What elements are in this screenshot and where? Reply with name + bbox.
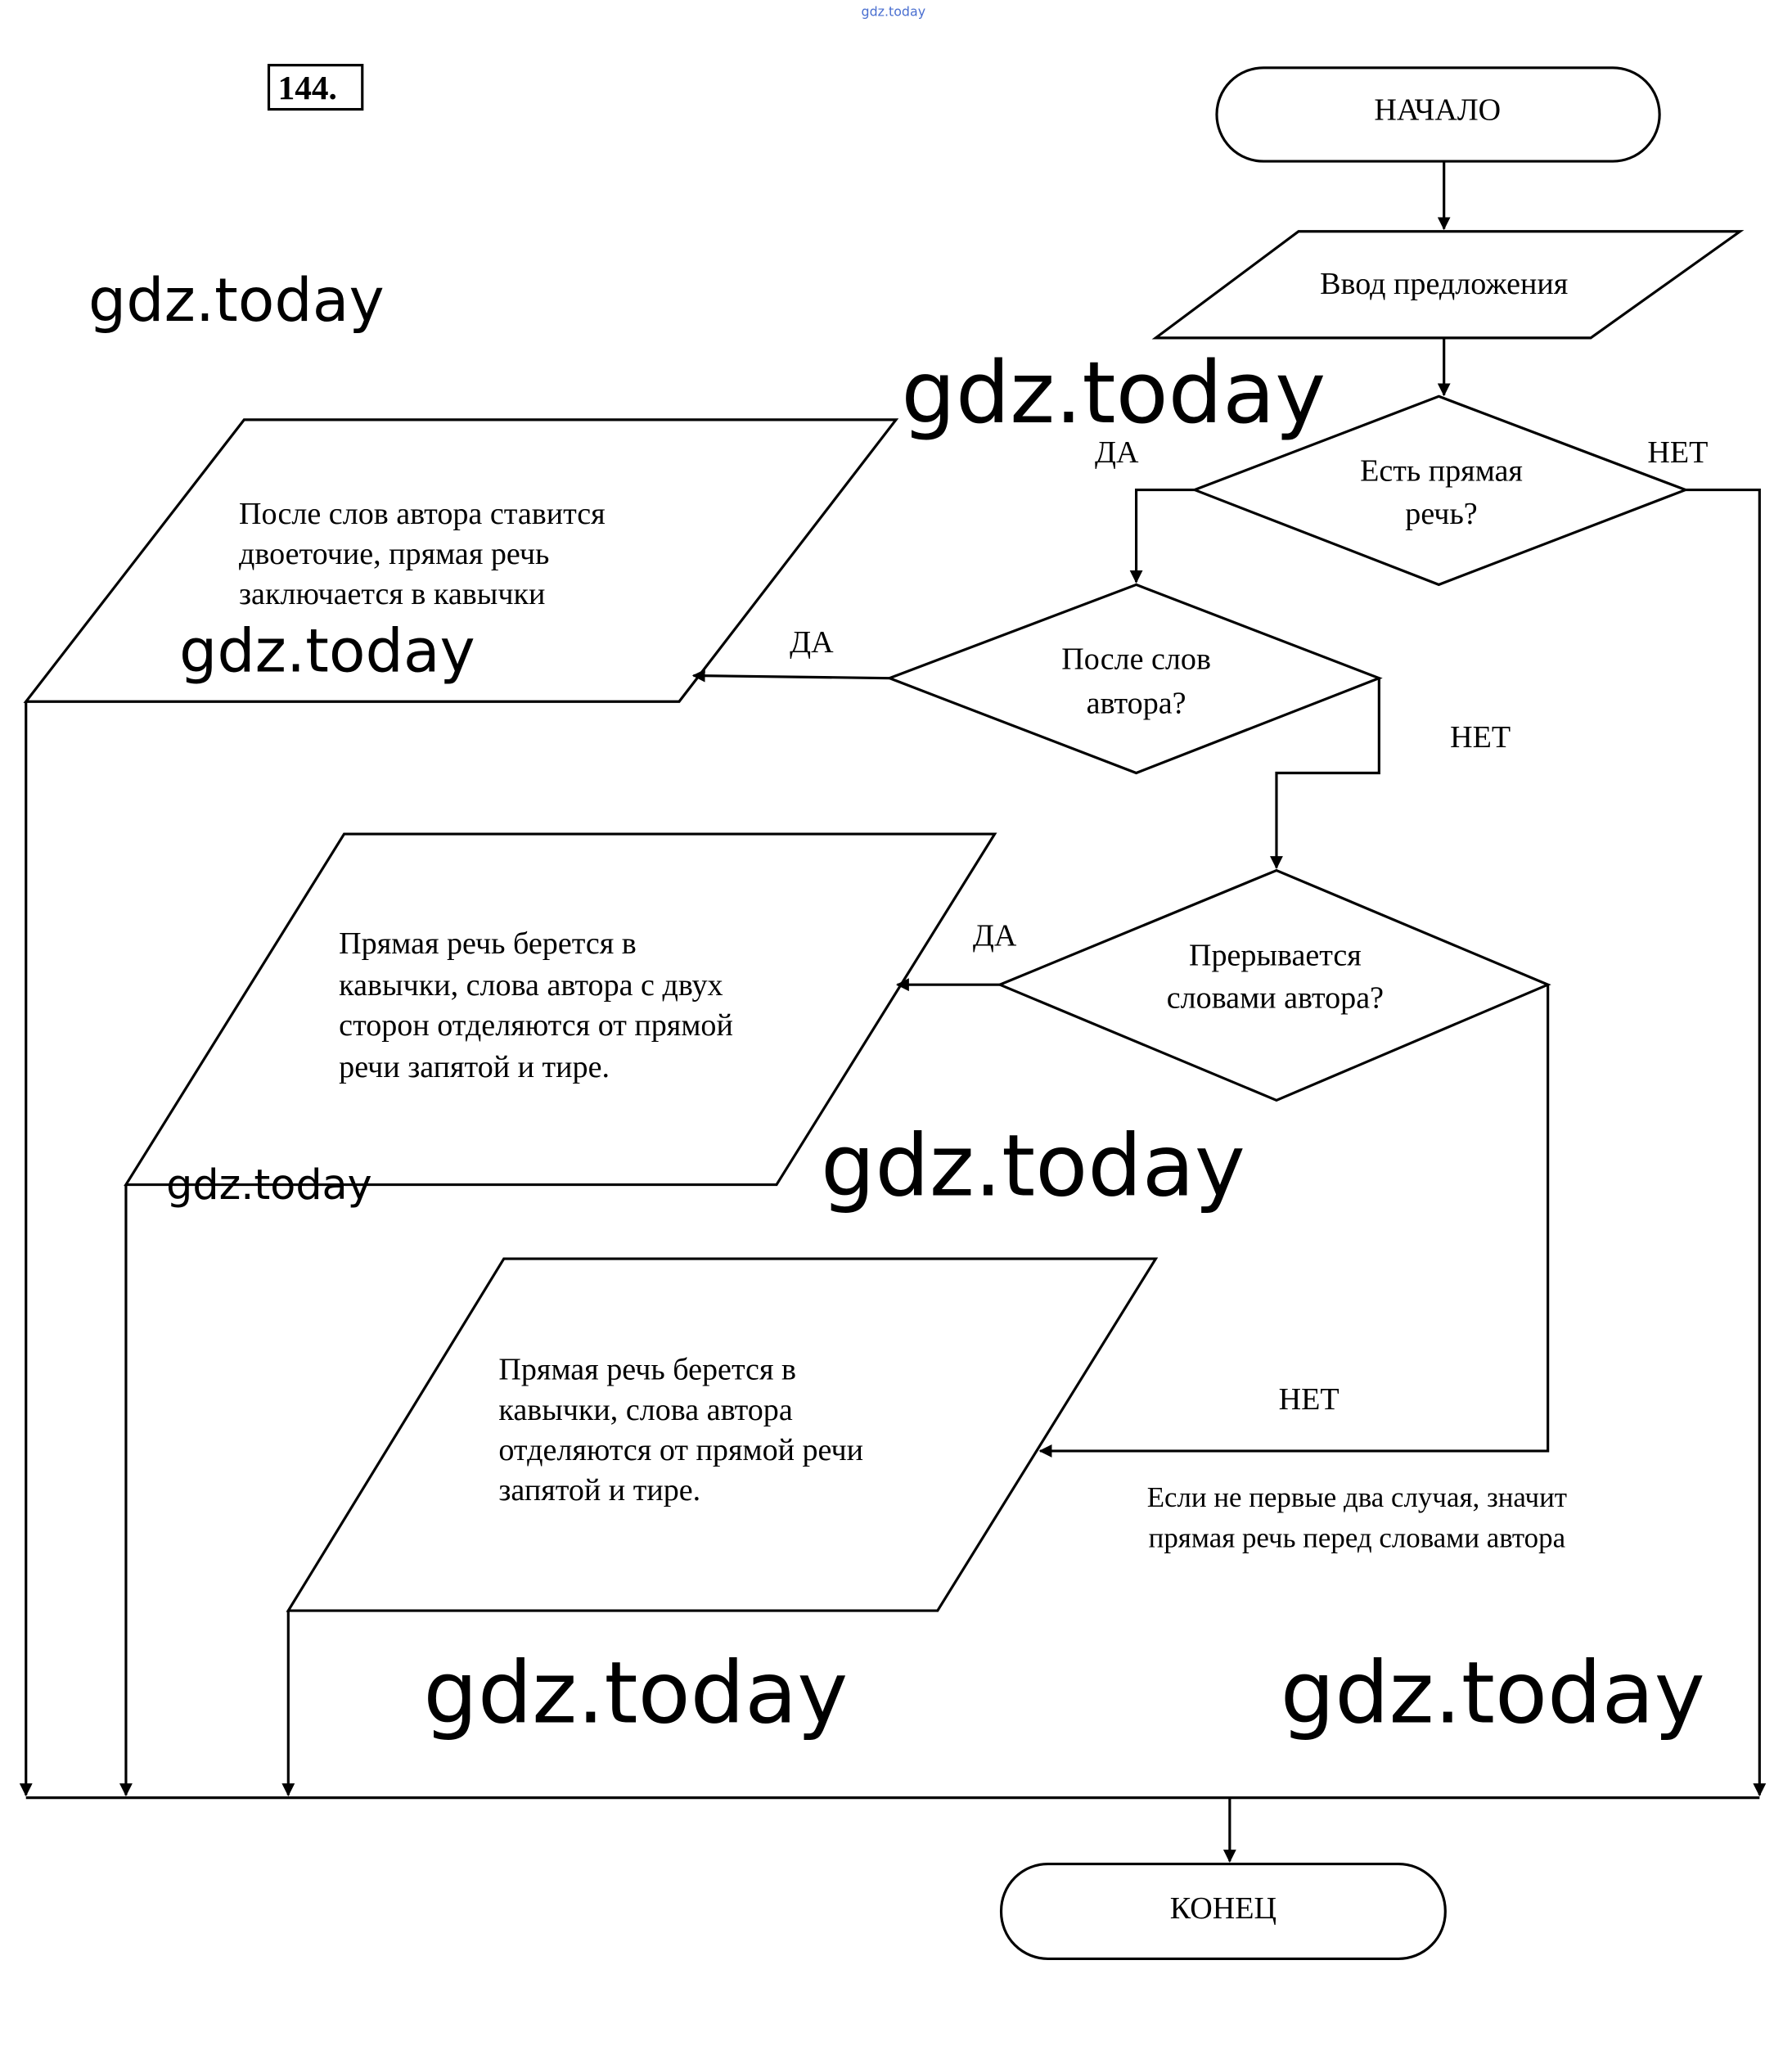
note-line1: Если не первые два случая, значит [1147, 1481, 1567, 1513]
output1-line1: После слов автора ставится [239, 497, 606, 531]
watermark: gdz.today [88, 266, 385, 336]
connector [1685, 488, 1767, 1797]
output3-line3: отделяются от прямой речи [498, 1433, 863, 1467]
output3-line2: кавычки, слова автора [498, 1393, 792, 1427]
watermark: gdz.today [1281, 1643, 1705, 1743]
decision1-yes: ДА [1095, 435, 1139, 470]
decision-direct-speech [1191, 394, 1690, 587]
end-label: КОНЕЦ [1170, 1891, 1276, 1926]
output3-line1: Прямая речь берется в [498, 1353, 796, 1387]
output-interrupted [124, 832, 997, 1187]
decision2-line2: автора? [1087, 687, 1186, 721]
decision1-line1: Есть прямая [1360, 453, 1523, 488]
connector [1038, 985, 1550, 1458]
task-number: 144. [278, 69, 337, 106]
watermark: gdz.today [821, 1115, 1245, 1215]
output1-line2: двоеточие, прямая речь [239, 537, 549, 571]
task-number-box [267, 64, 364, 111]
top-watermark: gdz.today [862, 3, 926, 19]
connector [1129, 488, 1195, 584]
output-after-author [23, 418, 899, 703]
decision3-line2: словами автора? [1167, 981, 1384, 1016]
input-parallelogram [1151, 230, 1745, 340]
decision2-yes: ДА [790, 625, 834, 660]
decision3-no: НЕТ [1279, 1382, 1339, 1417]
output1-line3: заключается в кавычки [239, 577, 545, 611]
output2-line4: речи запятой и тире. [339, 1050, 610, 1084]
decision2-no: НЕТ [1450, 720, 1511, 755]
watermark: gdz.today [179, 617, 475, 687]
end-terminator [999, 1862, 1447, 1960]
watermark: gdz.today [901, 343, 1326, 443]
output-before-author [286, 1257, 1159, 1612]
output2-line3: сторон отделяются от прямой [339, 1008, 733, 1043]
output2-line2: кавычки, слова автора с двух [339, 968, 723, 1003]
note-line2: прямая речь перед словами автора [1149, 1521, 1566, 1553]
connector [691, 669, 890, 683]
decision3-line1: Прерывается [1189, 938, 1362, 972]
watermark: gdz.today [423, 1643, 848, 1743]
output2-line1: Прямая речь берется в [339, 926, 637, 961]
decision1-no: НЕТ [1647, 435, 1708, 470]
start-terminator [1215, 66, 1661, 163]
start-label: НАЧАЛО [1374, 92, 1501, 127]
watermark: gdz.today [166, 1160, 372, 1209]
decision1-line2: речь? [1405, 497, 1477, 531]
decision-after-author [885, 583, 1383, 775]
decision2-line1: После слов [1061, 642, 1211, 677]
input-label: Ввод предложения [1320, 267, 1568, 301]
decision-interrupted [996, 868, 1551, 1102]
output3-line4: запятой и тире. [498, 1473, 700, 1507]
connector [1270, 678, 1380, 869]
decision3-yes: ДА [973, 919, 1017, 953]
